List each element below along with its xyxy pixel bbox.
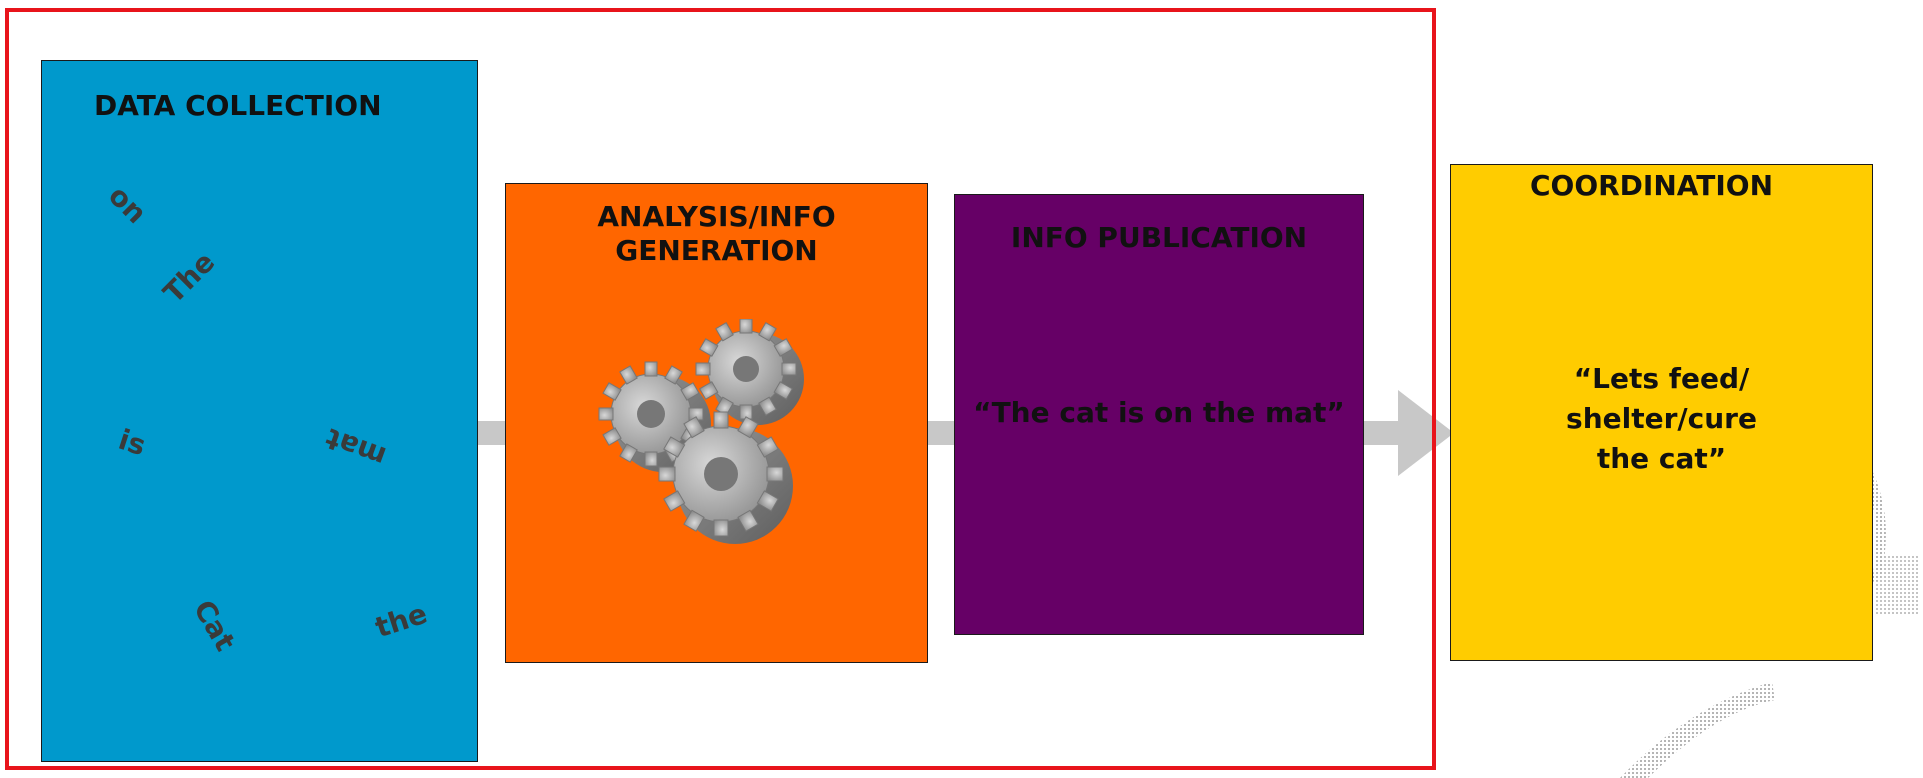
- analysis-box: ANALYSIS/INFO GENERATION: [505, 183, 928, 663]
- coordination-quote-line1: “Lets feed/: [1573, 362, 1750, 395]
- publication-quote: “The cat is on the mat”: [973, 396, 1345, 429]
- word-is: is: [114, 422, 150, 463]
- coordination-box: COORDINATION “Lets feed/ shelter/cure th…: [1450, 164, 1873, 661]
- info-publication-title: INFO PUBLICATION: [1010, 221, 1308, 254]
- word-cat: Cat: [186, 594, 242, 657]
- swirl-arc-bottom: [1620, 682, 1775, 778]
- process-frame: [5, 8, 1436, 770]
- info-publication-box: INFO PUBLICATION “The cat is on the mat”: [954, 194, 1364, 635]
- word-on: on: [102, 178, 154, 231]
- arrow-icon: [1398, 390, 1454, 476]
- word-the: the: [371, 596, 432, 645]
- data-collection-title: DATA COLLECTION: [94, 89, 382, 122]
- gears-icon: [598, 319, 804, 544]
- coordination-quote-line2: shelter/cure: [1566, 402, 1757, 435]
- analysis-title-line2: GENERATION: [615, 234, 818, 267]
- coordination-title: COORDINATION: [1529, 169, 1774, 202]
- word-mat: mat: [321, 421, 391, 474]
- data-collection-box: DATA COLLECTION on The is mat Cat the: [41, 60, 478, 762]
- analysis-title-line1: ANALYSIS/INFO: [597, 200, 836, 233]
- coordination-quote-line3: the cat”: [1596, 442, 1727, 475]
- swirl-arc-right: [1865, 470, 1886, 582]
- word-the-cap: The: [156, 245, 222, 310]
- swirl-block-right: [1874, 555, 1919, 615]
